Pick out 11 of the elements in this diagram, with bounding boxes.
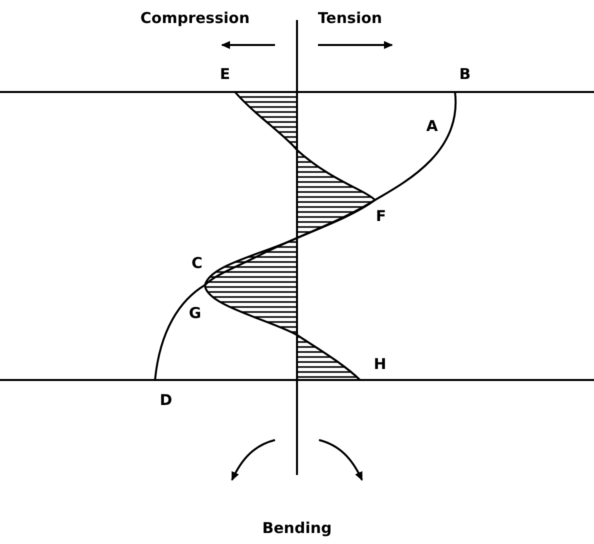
- force-label: Compression: [140, 9, 250, 27]
- force-label: Tension: [318, 9, 382, 27]
- point-label: B: [459, 65, 471, 83]
- moment-label: Bending: [262, 519, 332, 537]
- point-label: F: [376, 207, 386, 225]
- point-label: H: [374, 355, 386, 373]
- point-label: A: [426, 117, 438, 135]
- point-label: E: [220, 65, 230, 83]
- point-label: G: [188, 304, 202, 322]
- point-label: C: [192, 254, 202, 272]
- point-label: D: [160, 391, 172, 409]
